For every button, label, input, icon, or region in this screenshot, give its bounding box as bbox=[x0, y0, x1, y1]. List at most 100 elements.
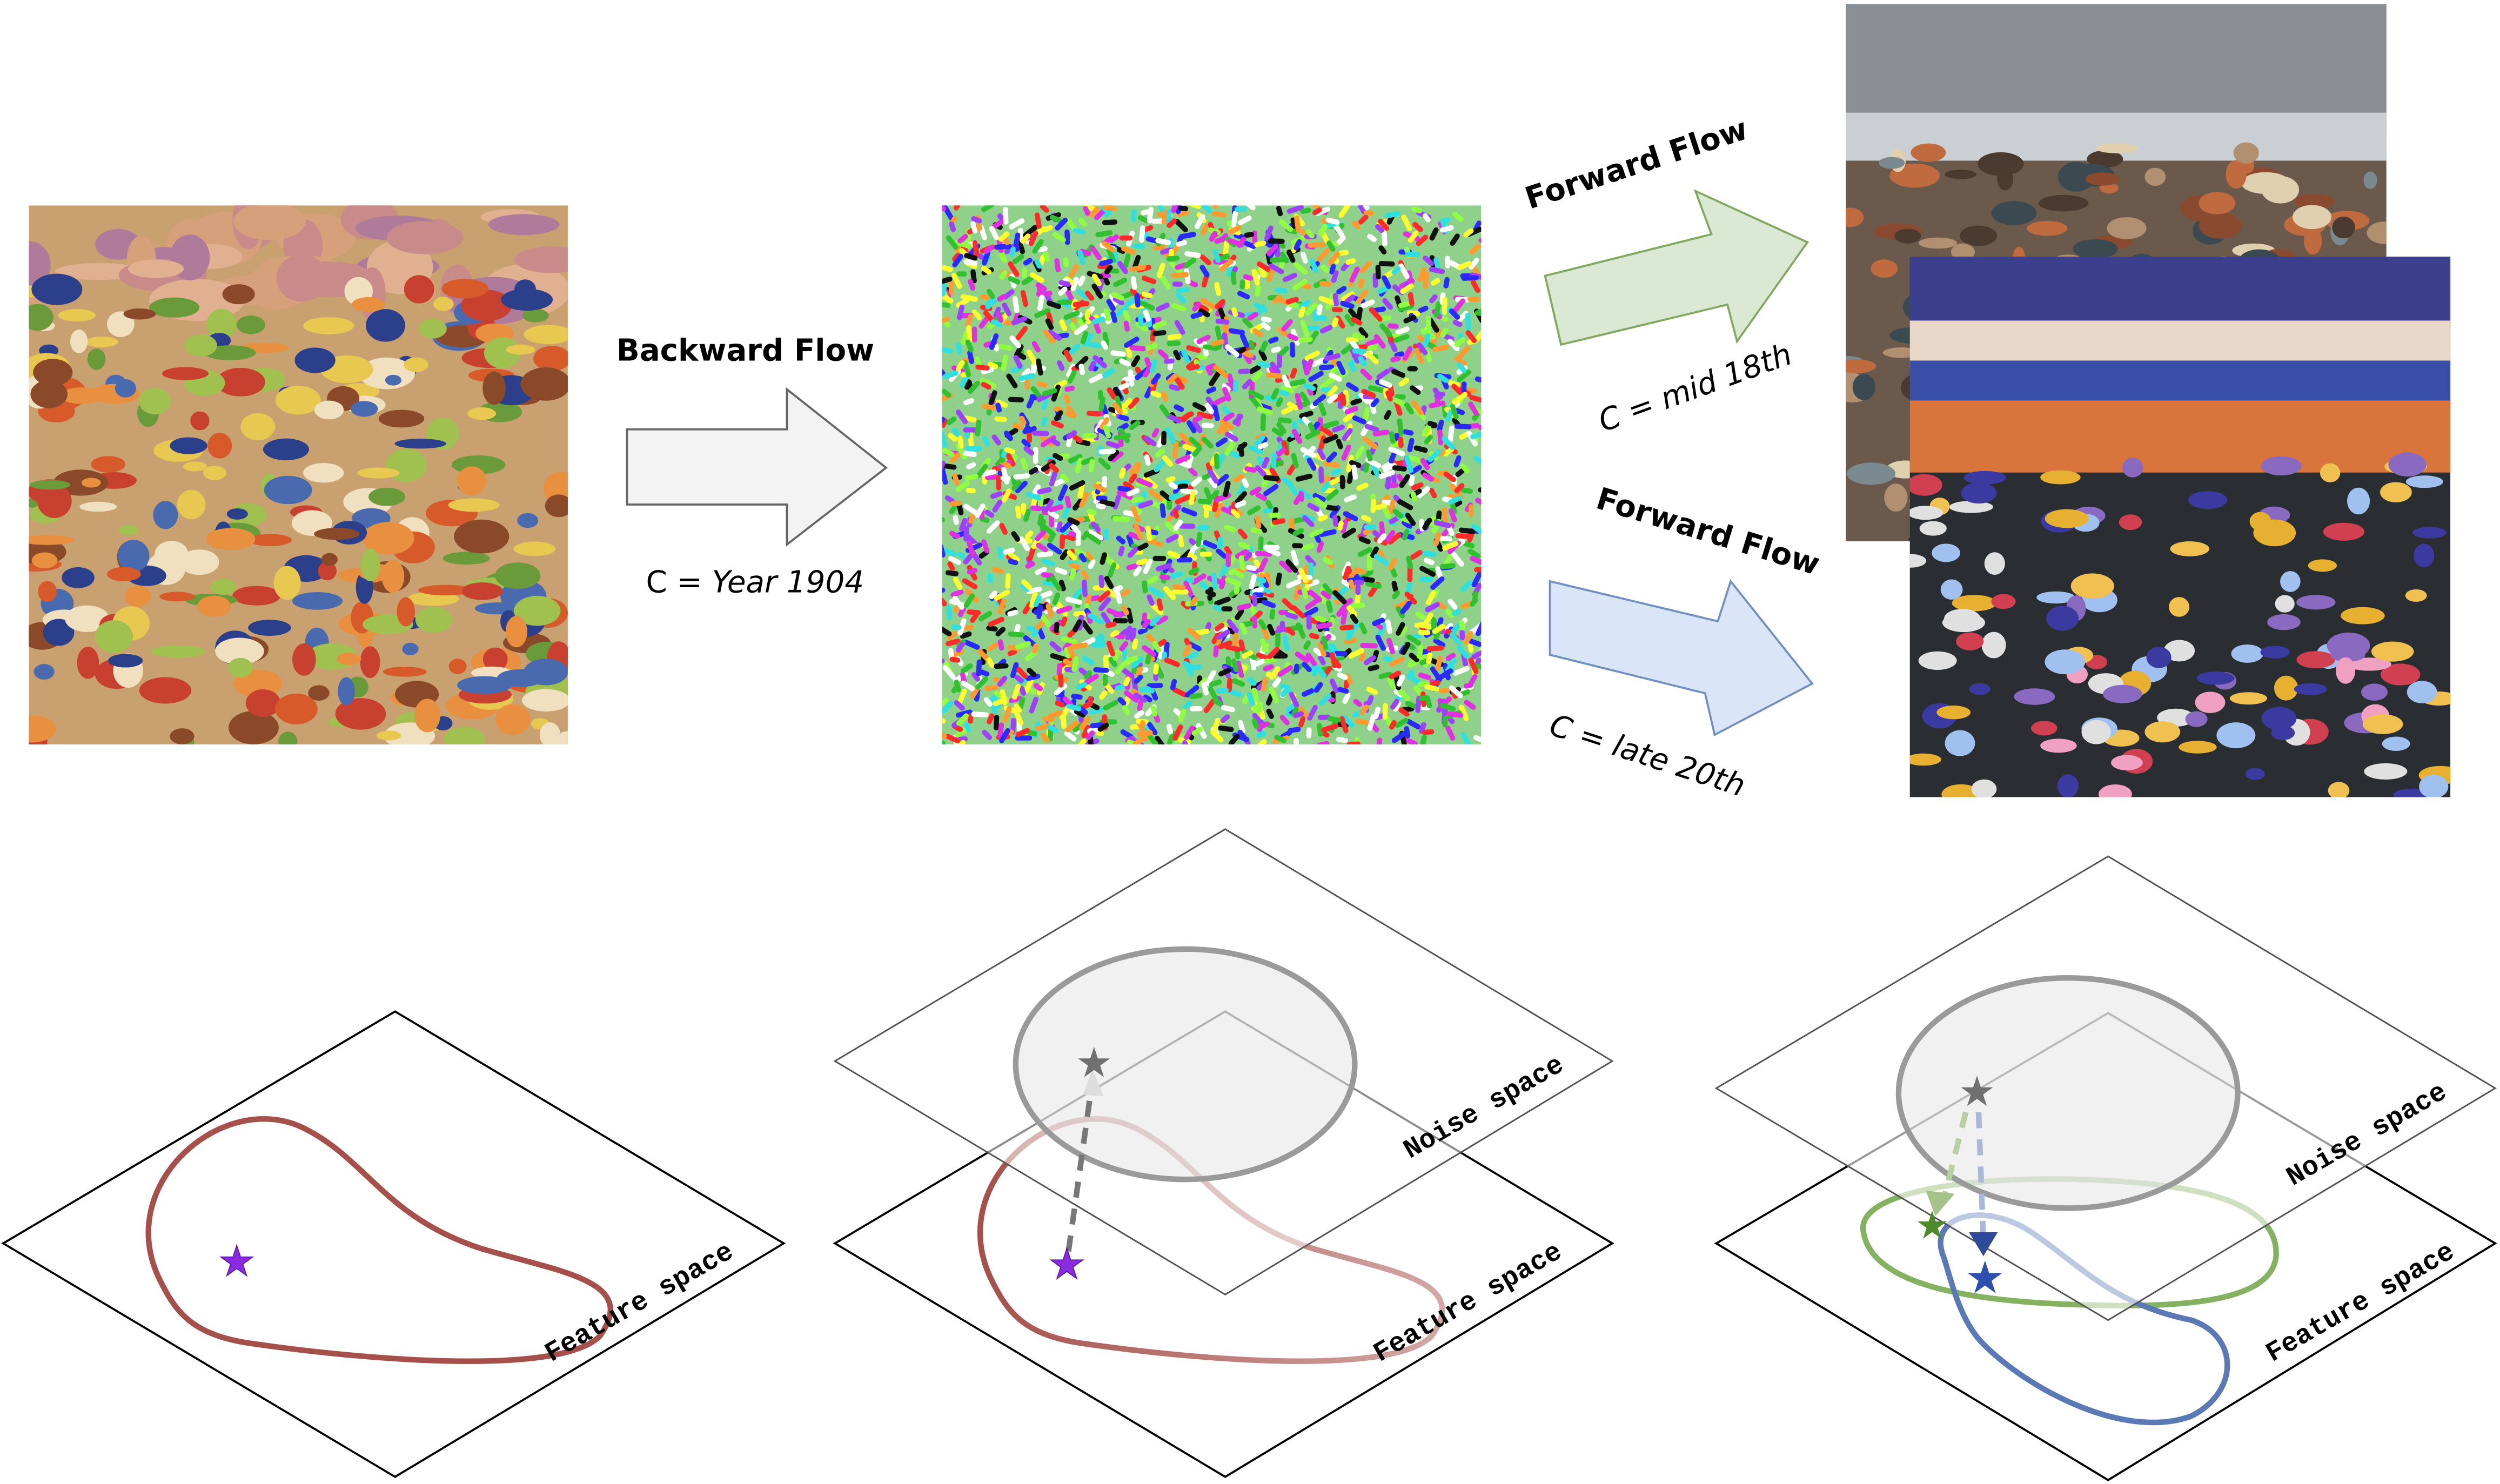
noise-speck bbox=[957, 233, 968, 244]
noise-speck bbox=[1470, 431, 1482, 440]
noise-speck bbox=[1214, 236, 1225, 244]
paint-stroke bbox=[2260, 646, 2290, 659]
noise-speck bbox=[981, 367, 994, 374]
noise-speck bbox=[1422, 213, 1431, 223]
noise-speck bbox=[1293, 711, 1304, 719]
noise-speck bbox=[990, 491, 1003, 499]
noise-speck bbox=[1237, 720, 1246, 734]
noise-speck bbox=[1385, 530, 1396, 542]
noise-speck bbox=[1141, 291, 1153, 299]
noise-speck bbox=[1325, 505, 1339, 512]
noise-speck bbox=[1172, 584, 1186, 590]
paint-stroke bbox=[2388, 452, 2427, 477]
noise-speck bbox=[1250, 371, 1263, 384]
noise-speck bbox=[1206, 386, 1217, 394]
noise-speck bbox=[982, 729, 993, 740]
noise-speck bbox=[1258, 557, 1268, 573]
noise-speck bbox=[1102, 332, 1110, 347]
noise-speck bbox=[1224, 546, 1232, 555]
noise-speck bbox=[1172, 519, 1183, 532]
paint-stroke bbox=[2073, 239, 2118, 259]
noise-speck bbox=[1316, 541, 1324, 553]
noise-speck bbox=[1258, 619, 1267, 630]
noise-speck bbox=[1298, 707, 1309, 717]
noise-speck bbox=[1319, 377, 1335, 390]
noise-speck bbox=[1404, 402, 1414, 415]
noise-speck bbox=[1008, 559, 1018, 566]
noise-speck bbox=[1115, 395, 1122, 410]
noise-speck bbox=[1262, 642, 1270, 652]
noise-speck bbox=[1295, 473, 1313, 482]
noise-speck bbox=[1271, 427, 1284, 437]
noise-speck bbox=[1341, 291, 1355, 301]
noise-speck bbox=[1244, 232, 1255, 238]
noise-speck bbox=[1336, 360, 1346, 375]
noise-speck bbox=[1275, 572, 1282, 586]
noise-speck bbox=[1458, 527, 1476, 534]
noise-speck bbox=[1225, 656, 1232, 669]
paint-stroke bbox=[2261, 707, 2297, 730]
noise-speck bbox=[998, 252, 1008, 263]
noise-speck bbox=[1021, 275, 1034, 286]
noise-speck bbox=[1355, 593, 1361, 607]
noise-speck bbox=[1255, 492, 1268, 501]
noise-speck bbox=[1212, 205, 1218, 209]
noise-speck bbox=[942, 301, 951, 308]
noise-speck bbox=[1152, 330, 1167, 337]
noise-speck bbox=[1203, 540, 1217, 549]
noise-speck bbox=[1070, 277, 1079, 292]
noise-speck bbox=[1130, 627, 1137, 642]
noise-speck bbox=[1087, 411, 1101, 417]
noise-speck bbox=[1319, 529, 1337, 538]
noise-speck bbox=[1190, 596, 1198, 607]
noise-speck bbox=[1368, 664, 1380, 672]
noise-speck bbox=[1099, 690, 1108, 700]
paint-stroke bbox=[338, 677, 355, 706]
noise-speck bbox=[1269, 687, 1279, 704]
noise-speck bbox=[942, 265, 953, 272]
noise-speck bbox=[1177, 210, 1189, 217]
noise-speck bbox=[998, 231, 1010, 242]
paint-stroke bbox=[2095, 143, 2139, 153]
noise-speck bbox=[1426, 652, 1433, 664]
gaussian-noise-ellipse bbox=[1013, 946, 1358, 1183]
paint-stroke bbox=[29, 535, 75, 545]
noise-speck bbox=[1370, 546, 1379, 558]
noise-speck bbox=[1047, 542, 1062, 555]
noise-speck bbox=[1212, 404, 1220, 421]
noise-speck bbox=[1342, 715, 1355, 728]
noise-speck bbox=[1100, 272, 1111, 279]
paint-stroke bbox=[335, 698, 386, 730]
noise-speck bbox=[1040, 590, 1053, 599]
noise-speck bbox=[1394, 433, 1400, 444]
noise-speck bbox=[1393, 399, 1403, 416]
noise-speck bbox=[1047, 724, 1059, 733]
noise-speck bbox=[1236, 603, 1252, 611]
paint-stroke bbox=[2380, 482, 2412, 502]
noise-speck bbox=[1067, 703, 1082, 711]
paint-stroke bbox=[368, 487, 406, 506]
noise-speck bbox=[1042, 329, 1056, 344]
noise-speck bbox=[994, 244, 1012, 250]
noise-speck bbox=[1182, 740, 1188, 744]
noise-speck bbox=[1007, 649, 1017, 656]
noise-speck bbox=[1295, 652, 1310, 663]
paint-stroke bbox=[2271, 726, 2295, 741]
noise-speck bbox=[942, 417, 946, 424]
noise-speck bbox=[1257, 261, 1273, 273]
noise-speck bbox=[1090, 246, 1102, 260]
noise-speck bbox=[1303, 640, 1311, 650]
noise-speck bbox=[1261, 316, 1272, 323]
noise-speck bbox=[1216, 421, 1227, 434]
noise-speck bbox=[1341, 444, 1351, 461]
noise-speck bbox=[1249, 445, 1263, 455]
paint-stroke bbox=[216, 367, 265, 397]
noise-speck bbox=[1215, 318, 1230, 325]
noise-speck bbox=[1150, 705, 1158, 717]
noise-speck bbox=[1298, 299, 1311, 310]
noise-speck bbox=[1203, 504, 1214, 511]
noise-speck bbox=[1036, 542, 1048, 553]
noise-speck bbox=[1060, 616, 1068, 627]
noise-speck bbox=[1278, 219, 1293, 232]
